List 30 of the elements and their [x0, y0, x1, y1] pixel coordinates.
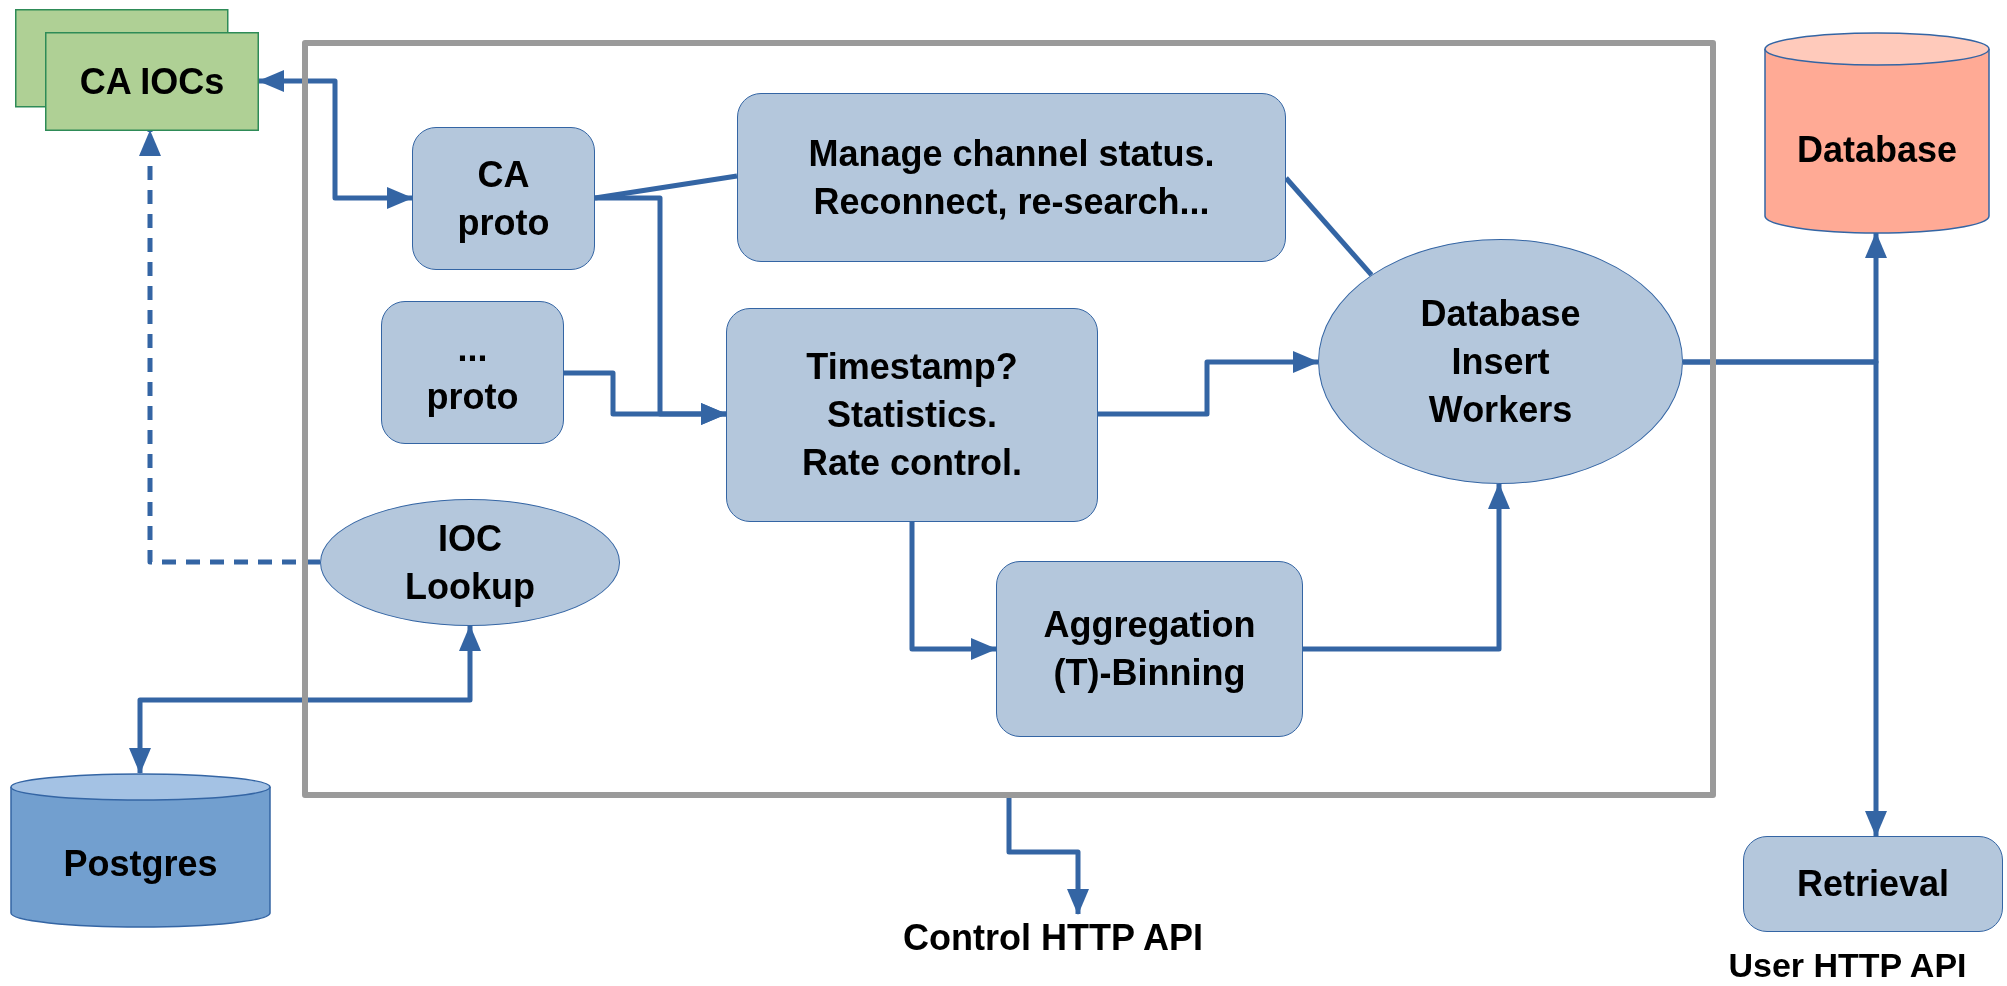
- api-label: User HTTP API: [1727, 945, 1968, 986]
- stacked-boxes: [15, 9, 259, 131]
- node-label: Retrieval: [1795, 862, 1951, 906]
- connector-arrow: [564, 370, 727, 425]
- process-box: [412, 127, 595, 270]
- process-box: [1743, 836, 2003, 932]
- connector-arrow: [139, 130, 320, 565]
- process-box: [726, 308, 1098, 522]
- connector-arrow: [1303, 483, 1510, 652]
- connector-arrow: [1006, 798, 1089, 915]
- connector-arrow: [1098, 351, 1319, 417]
- process-box: [996, 561, 1303, 737]
- node-label: Database Insert Workers: [1419, 291, 1582, 432]
- node-label: CA proto: [456, 152, 551, 245]
- container-frame: [302, 40, 1716, 798]
- process-box: [381, 301, 564, 444]
- node-label: ... proto: [425, 326, 520, 419]
- node-label: Aggregation (T)-Binning: [1042, 603, 1257, 695]
- node-label: Manage channel status. Reconnect, re-search...: [807, 131, 1216, 224]
- connector-arrow: [1683, 359, 1887, 837]
- node-label: Postgres: [63, 842, 218, 886]
- connector-arrow: [909, 522, 997, 660]
- connector-arrow: [129, 625, 481, 774]
- node-label: Database: [1796, 127, 1958, 172]
- api-label: Control HTTP API: [857, 914, 1249, 962]
- node-label: IOC Lookup: [404, 516, 536, 609]
- process-box: [737, 93, 1286, 262]
- node-label: CA IOCs: [79, 59, 225, 104]
- node-label: Timestamp? Statistics. Rate control.: [801, 345, 1023, 485]
- connector-arrow: [258, 70, 413, 209]
